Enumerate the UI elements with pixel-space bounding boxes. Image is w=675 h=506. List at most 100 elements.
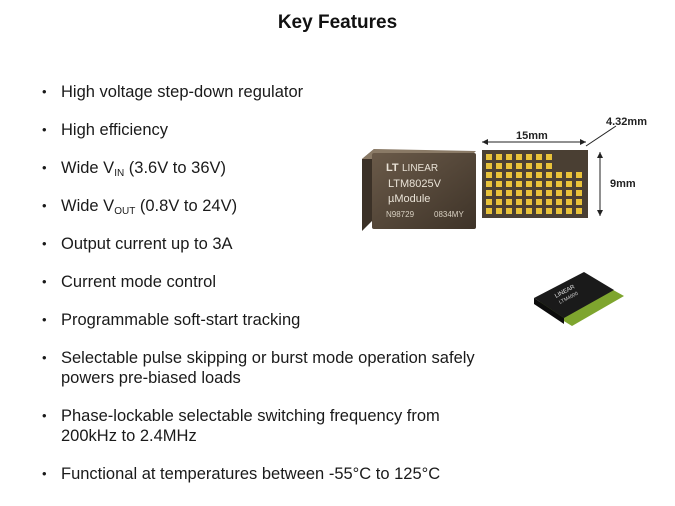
lga-pad [546,181,552,187]
lga-pad [486,190,492,196]
lga-pad [496,181,502,187]
module-code-left: N98729 [386,210,415,219]
feature-item: Wide VIN (3.6V to 36V) [40,158,500,179]
feature-item: Output current up to 3A [40,234,500,254]
feature-item: Selectable pulse skipping or burst mode … [40,348,500,388]
lga-pad [536,190,542,196]
lga-pad [496,190,502,196]
feature-text: Wide V [61,159,115,177]
lga-pad [486,199,492,205]
lga-pad [526,190,532,196]
lga-pad [556,190,562,196]
module-front-face [372,153,476,229]
lga-pad [576,172,582,178]
chip-body [534,272,614,318]
lga-pad [496,154,502,160]
lga-pad [516,199,522,205]
feature-text: Wide V [61,197,115,215]
lga-pad [536,181,542,187]
lga-pad [546,154,552,160]
lga-pad [526,154,532,160]
feature-subscript: IN [114,168,125,179]
lga-pad [546,199,552,205]
lga-pad [546,163,552,169]
chip-side [534,298,564,324]
lga-pad [566,181,572,187]
feature-text-suffix: (3.6V to 36V) [124,159,226,177]
feature-text: Programmable soft-start tracking [61,311,301,329]
lga-pad [486,172,492,178]
lga-pad [556,181,562,187]
feature-item: Functional at temperatures between -55°C… [40,464,500,484]
lga-pad [506,208,512,214]
module-front-image: LT LINEAR LTM8025V µModule N98729 0834MY [362,149,476,231]
lga-pad [556,172,562,178]
module-bottom-diagram: 15mm 4.32mm 9mm [476,112,656,227]
lga-pad [486,181,492,187]
width-arrow-left [482,139,488,145]
lga-pad-grid [486,154,582,214]
lga-pad [536,163,542,169]
module-series: µModule [388,193,430,205]
lga-pad [496,208,502,214]
lga-pad [516,172,522,178]
lga-pad [566,208,572,214]
feature-text-suffix: (0.8V to 24V) [135,197,238,215]
lga-pad [556,208,562,214]
feature-item: High efficiency [40,120,500,140]
feature-text: High voltage step-down regulator [61,83,304,101]
feature-item: High voltage step-down regulator [40,82,500,102]
lga-pad [536,208,542,214]
lga-pad [516,181,522,187]
lga-pad [526,199,532,205]
lga-pad [486,163,492,169]
lga-pad [546,172,552,178]
lga-pad [506,199,512,205]
lga-pad [526,181,532,187]
module-bottom-svg [482,125,617,218]
feature-text: Selectable pulse skipping or burst mode … [61,349,475,387]
lga-pad [576,190,582,196]
lga-pad [576,181,582,187]
feature-item: Programmable soft-start tracking [40,310,500,330]
lga-pad [566,172,572,178]
feature-text: Output current up to 3A [61,235,233,253]
width-label: 15mm [516,130,548,142]
feature-text: Functional at temperatures between -55°C… [61,465,441,483]
feature-item: Phase-lockable selectable switching freq… [40,406,500,446]
feature-text: Current mode control [61,273,216,291]
feature-text: Phase-lockable selectable switching freq… [61,407,440,445]
lga-pad [556,199,562,205]
lga-pad [506,181,512,187]
lga-pad [526,208,532,214]
lga-pad [506,163,512,169]
lga-pad [546,190,552,196]
lga-pad [486,154,492,160]
lga-pad [506,190,512,196]
lga-pad [526,172,532,178]
lga-pad [576,208,582,214]
module-part-number: LTM8025V [388,178,442,190]
lga-pad [496,163,502,169]
feature-item: Current mode control [40,272,500,292]
lga-pad [496,199,502,205]
lga-pad [526,163,532,169]
lga-pad [516,208,522,214]
lga-pad [546,208,552,214]
lga-pad [486,208,492,214]
module-side-face [362,149,374,231]
lga-pad [536,172,542,178]
height-arrow-bottom [597,210,603,216]
small-chip-image: LINEAR LTM4600 [534,272,624,326]
module-code-right: 0834MY [434,210,464,219]
lga-pad [496,172,502,178]
width-arrow-right [580,139,586,145]
feature-item: Wide VOUT (0.8V to 24V) [40,196,500,217]
height-arrow-top [597,152,603,158]
feature-list: High voltage step-down regulator High ef… [40,82,500,502]
lga-pad [516,190,522,196]
feature-subscript: OUT [114,206,136,217]
thickness-label: 4.32mm [606,116,647,128]
lga-pad [566,199,572,205]
height-label: 9mm [610,178,636,190]
